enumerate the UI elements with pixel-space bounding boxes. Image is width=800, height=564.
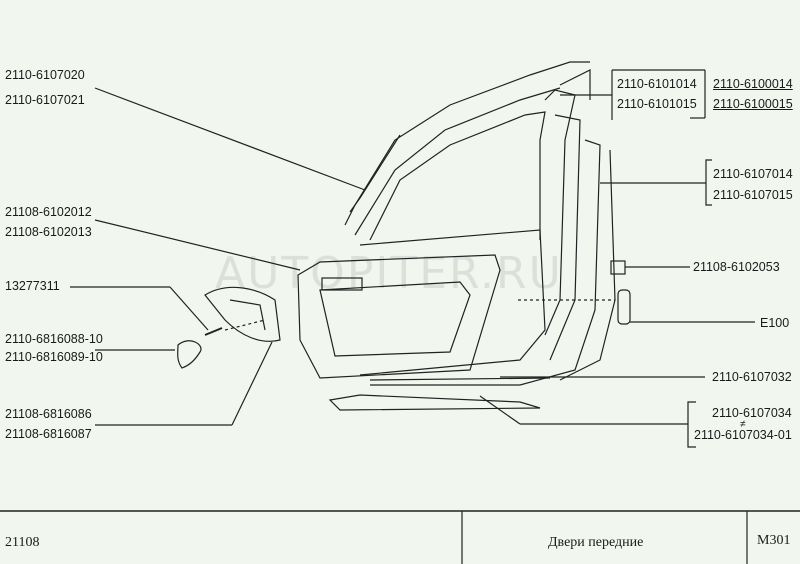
callout-label: 2110-6100014 [713,77,793,91]
callout-label: 13277311 [5,279,60,293]
trim-panel [297,254,501,379]
callout-label: 2110-6101015 [617,97,697,111]
watermark: AUTOPITER.RU [215,248,563,299]
callout-label: 2110-6100015 [713,97,793,111]
callout-label: 21108-6102013 [5,225,92,239]
screw [204,327,223,336]
callout-label: 2110-6101014 [617,77,697,91]
armrest [204,286,281,342]
callout-label: 2110-6107034-01 [694,428,792,442]
page-title: Двери передние [548,535,644,550]
callout-label: 21108-6102012 [5,205,92,219]
callout-label: 2110-6816089-10 [5,350,103,364]
callout-label: 2110-6107015 [713,188,793,202]
clip [610,260,626,275]
leader-lines [70,69,755,448]
handle-cover [177,340,202,369]
plug [617,289,631,325]
not-equal-mark: ≠ [740,419,746,430]
callout-label: E100 [760,316,790,330]
callout-label: 2110-6107014 [713,167,793,181]
callout-label: 2110-6107034 [712,406,792,420]
sheet-code: M301 [757,533,791,548]
seals [328,149,616,411]
callout-label: 2110-6107020 [5,68,85,82]
callout-label: 21108-6816087 [5,427,92,441]
callout-label: 2110-6107021 [5,93,85,107]
callout-label: 21108-6102053 [693,260,780,274]
model-code: 21108 [5,535,40,550]
callout-label: 21108-6816086 [5,407,92,421]
callout-label: 2110-6107032 [712,370,792,384]
door-frame [344,61,601,386]
callout-label: 2110-6816088-10 [5,332,103,346]
